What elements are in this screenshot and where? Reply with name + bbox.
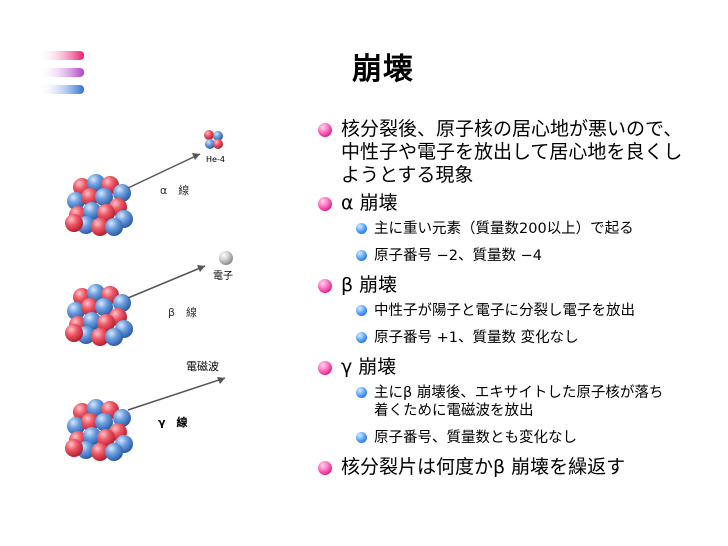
- slide-title: 崩壊: [352, 52, 414, 87]
- electron-label: 電子: [213, 270, 233, 282]
- nucleus-gamma: [65, 399, 133, 461]
- sub-bullet-dot-icon: [356, 387, 367, 398]
- bullet-dot-icon: [318, 123, 332, 137]
- he4-label: He-4: [206, 155, 225, 164]
- bullet-definition: 核分裂後、原子核の居心地が悪いので、中性子や電子を放出して居心地を良くしようとす…: [316, 118, 686, 187]
- sub-bullet-dot-icon: [356, 305, 367, 316]
- bullet-beta-heading: β 崩壊: [316, 274, 716, 297]
- nucleus-beta: [65, 284, 133, 346]
- sub-bullet-dot-icon: [356, 332, 367, 343]
- bullet-dot-icon: [318, 197, 332, 211]
- sub-bullet-dot-icon: [356, 432, 367, 443]
- bullet-dot-icon: [318, 461, 332, 475]
- bullet-dot-icon: [318, 279, 332, 293]
- he4-particle: [204, 130, 223, 149]
- decorative-stripes: [38, 51, 84, 94]
- sub-bullet-gamma-1: 主にβ 崩壊後、エキサイトした原子核が落ち着くために電磁波を放出: [316, 384, 669, 420]
- nucleus-alpha: [65, 174, 133, 236]
- sub-bullet-beta-1: 中性子が陽子と電子に分裂し電子を放出: [316, 302, 669, 320]
- alpha-ray-label: α 線: [160, 183, 189, 197]
- bullet-last: 核分裂片は何度かβ 崩壊を繰返す: [316, 456, 716, 479]
- em-wave-label: 電磁波: [186, 360, 219, 373]
- sub-bullet-alpha-2: 原子番号 −2、質量数 −4: [316, 247, 669, 265]
- sub-bullet-alpha-1: 主に重い元素（質量数200以上）で起る: [316, 220, 669, 238]
- electron-particle: [219, 251, 233, 265]
- bullet-dot-icon: [318, 361, 332, 375]
- sub-bullet-beta-2: 原子番号 +1、質量数 変化なし: [316, 329, 669, 347]
- gamma-ray-label: γ 線: [158, 415, 188, 429]
- sub-bullet-dot-icon: [356, 250, 367, 261]
- beta-ray-label: β 線: [168, 305, 197, 319]
- bullet-gamma-heading: γ 崩壊: [316, 356, 716, 379]
- sub-bullet-gamma-2: 原子番号、質量数とも変化なし: [316, 429, 669, 447]
- bullet-alpha-heading: α 崩壊: [316, 192, 716, 215]
- bullet-list: 核分裂後、原子核の居心地が悪いので、中性子や電子を放出して居心地を良くしようとす…: [316, 118, 716, 484]
- decay-figure: He-4 α 線 電子 β 線 電磁波 γ 線: [65, 130, 233, 461]
- sub-bullet-dot-icon: [356, 223, 367, 234]
